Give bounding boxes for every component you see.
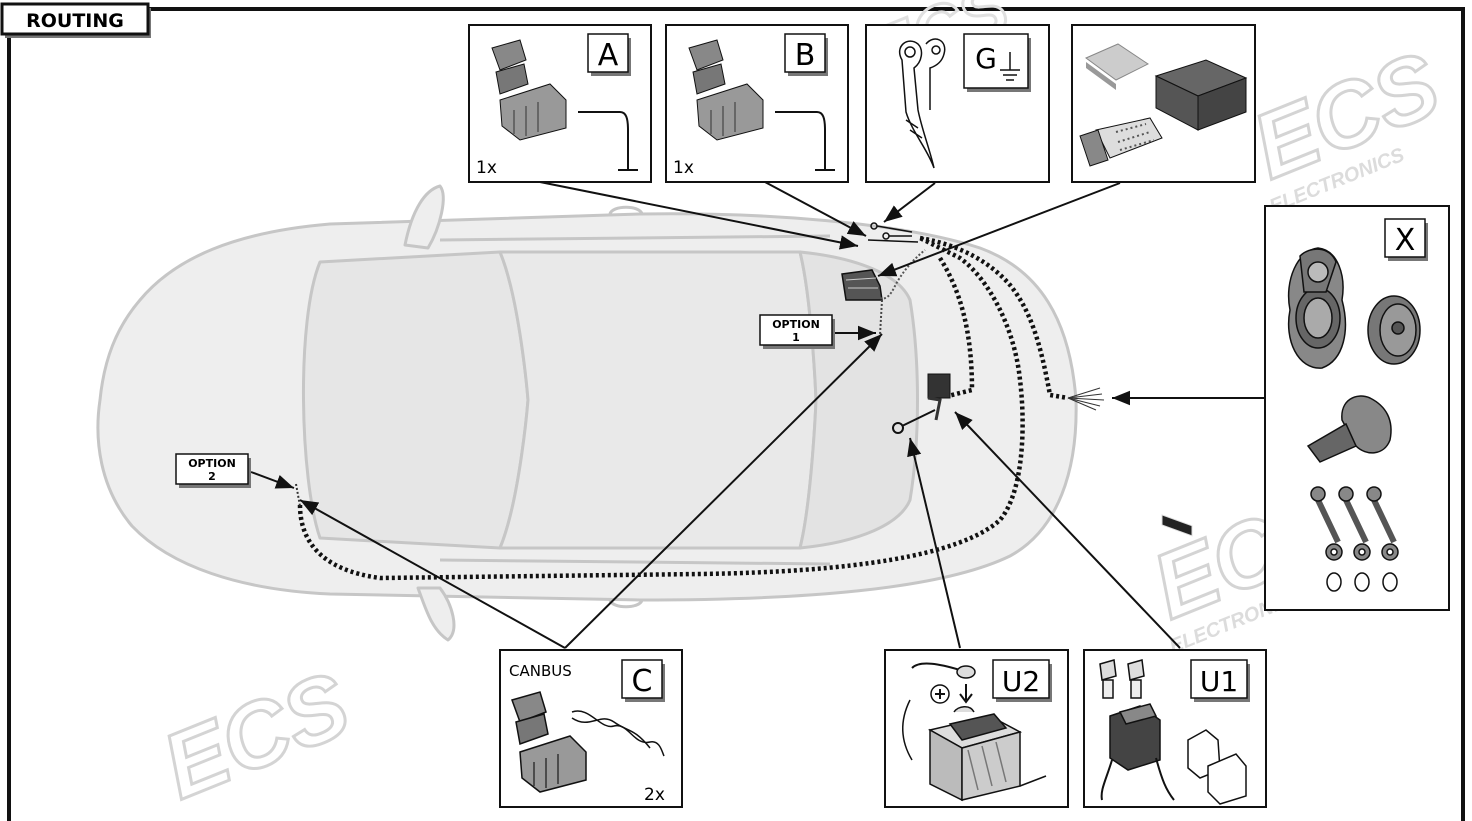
option1-label: OPTION (772, 318, 820, 331)
canbus-twist (879, 299, 883, 336)
fuse-holder-on-car-icon (892, 373, 951, 434)
panel-c-letter: C (632, 664, 653, 699)
panel-b-letter: B (795, 38, 816, 73)
battery-positive-terminal-icon (902, 662, 1047, 802)
fuse-holder-icon (1099, 659, 1247, 805)
panel-a-qty: 1x (476, 158, 497, 178)
canbus-twisted-pair-icon (511, 691, 665, 793)
ground-symbol-icon (1000, 52, 1020, 81)
option1-number: 1 (792, 331, 800, 344)
panel-g: G (865, 24, 1050, 183)
panel-b-qty: 1x (673, 158, 694, 178)
option2-number: 2 (208, 470, 216, 483)
canbus-wire-option1 (879, 249, 926, 300)
panel-a: A 1x (468, 24, 652, 183)
socket-kit-icon (1287, 247, 1421, 592)
panel-c-caption: CANBUS (509, 662, 572, 680)
panel-a-letter: A (598, 38, 619, 73)
connector-with-wire-icon (491, 39, 638, 171)
pointer-arrows (250, 181, 1265, 649)
panel-u1: U1 (1083, 649, 1267, 808)
panel-u2-letter: U2 (1002, 665, 1040, 698)
option2-callout: OPTION 2 (175, 453, 251, 488)
car-outline (96, 184, 1078, 642)
panel-u2: U2 (884, 649, 1069, 808)
page-title: ROUTING (26, 10, 124, 32)
panel-module (1071, 24, 1256, 537)
rear-wire-fan-icon (1067, 387, 1105, 411)
panel-u1-letter: U1 (1200, 665, 1238, 698)
module-connector-icon (841, 269, 883, 301)
connector-with-wire-icon (688, 39, 835, 171)
watermark-logo: ECS (149, 653, 363, 818)
option1-callout: OPTION 1 (759, 314, 835, 349)
wiring-harness (297, 235, 1069, 581)
panel-g-letter: G (975, 42, 997, 75)
panel-c: CANBUS C 2x (499, 649, 683, 808)
ground-eyelets-icon (867, 222, 919, 243)
panel-x: X (1264, 205, 1450, 611)
ground-ring-terminal-icon (898, 38, 946, 169)
control-module-kit-icon (1079, 43, 1248, 537)
diagram-frame (7, 7, 1465, 821)
panel-x-letter: X (1395, 223, 1416, 258)
car-components (295, 222, 1105, 507)
title-tab: ROUTING (0, 2, 151, 38)
panel-b: B 1x (665, 24, 849, 183)
option2-label: OPTION (188, 457, 236, 470)
panel-c-qty: 2x (644, 785, 665, 805)
